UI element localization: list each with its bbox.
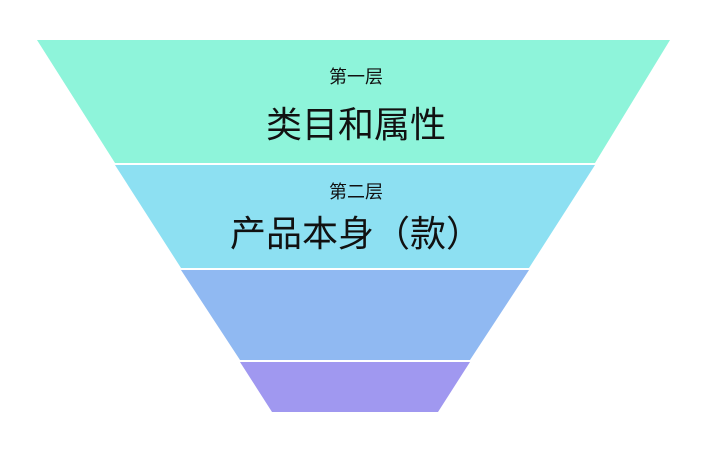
funnel-layer-1 xyxy=(37,40,670,163)
layer-1-subtitle: 第一层 xyxy=(329,67,383,88)
funnel-layer-3 xyxy=(181,270,529,360)
layer-2-title: 产品本身（款） xyxy=(229,214,482,255)
layer-2-subtitle: 第二层 xyxy=(329,182,383,203)
funnel-layer-4 xyxy=(240,362,470,412)
funnel-layer-2 xyxy=(115,165,595,268)
layer-1-title: 类目和属性 xyxy=(265,105,446,146)
